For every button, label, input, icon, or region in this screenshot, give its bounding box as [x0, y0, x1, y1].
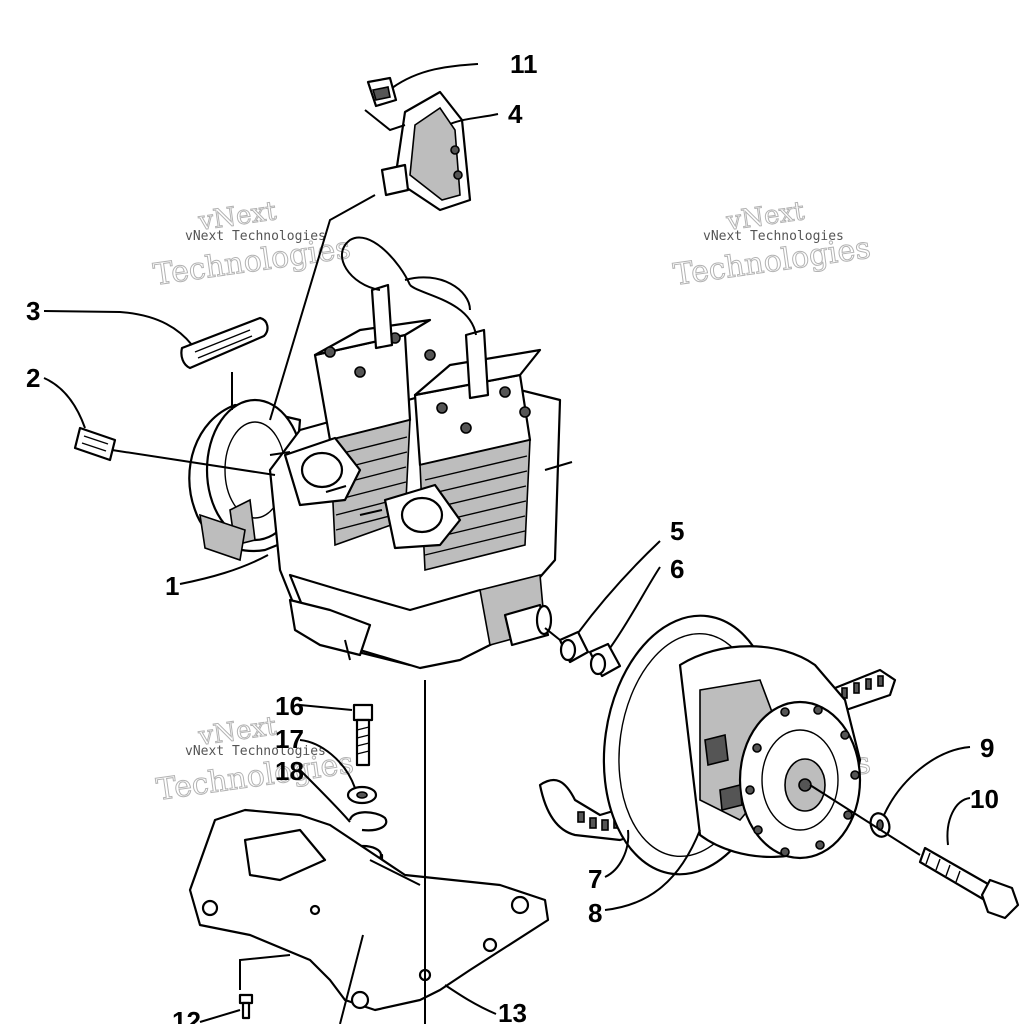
engine-assembly [188, 236, 573, 670]
callout-6: 6 [670, 554, 684, 584]
part-17-washer [346, 785, 378, 805]
callout-16: 16 [275, 691, 304, 721]
callout-numbers: 11 4 3 2 1 5 6 7 8 9 10 16 17 18 13 12 [26, 49, 999, 1024]
callout-13: 13 [498, 998, 527, 1024]
callout-11: 11 [510, 49, 538, 79]
watermark-text: vNext Technologies [185, 229, 326, 244]
callout-10: 10 [970, 784, 999, 814]
callout-17: 17 [275, 724, 304, 754]
callout-3: 3 [26, 296, 40, 326]
part-11-clip [366, 76, 398, 108]
part-2-label [73, 426, 117, 462]
callout-5: 5 [670, 516, 684, 546]
callout-7: 7 [588, 864, 602, 894]
part-12-screw [238, 993, 254, 1020]
leader-lines [43, 63, 971, 1024]
callout-18: 18 [275, 756, 304, 786]
part-8-drive-clutch [602, 614, 862, 876]
callout-9: 9 [980, 733, 994, 763]
part-13-mount-plate [188, 808, 550, 1012]
watermark-2: vNext vNext Technologies Technologies [671, 196, 873, 294]
part-18-lock-washer [348, 811, 388, 832]
callout-12: 12 [172, 1006, 201, 1024]
callout-1: 1 [165, 571, 179, 601]
callout-2: 2 [26, 363, 40, 393]
part-6-spacer [588, 642, 622, 678]
part-3-decal [180, 316, 269, 370]
watermark-text: vNext Technologies [185, 744, 326, 759]
callout-4: 4 [508, 99, 523, 129]
callout-8: 8 [588, 898, 602, 928]
part-4-bracket [380, 90, 472, 212]
part-5-spacer [558, 630, 590, 664]
watermark-3: vNext vNext Technologies Technologies [154, 711, 356, 809]
part-10-bolt [918, 846, 1020, 920]
part-16-bolt [352, 703, 374, 767]
watermark-text: vNext Technologies [703, 229, 844, 244]
